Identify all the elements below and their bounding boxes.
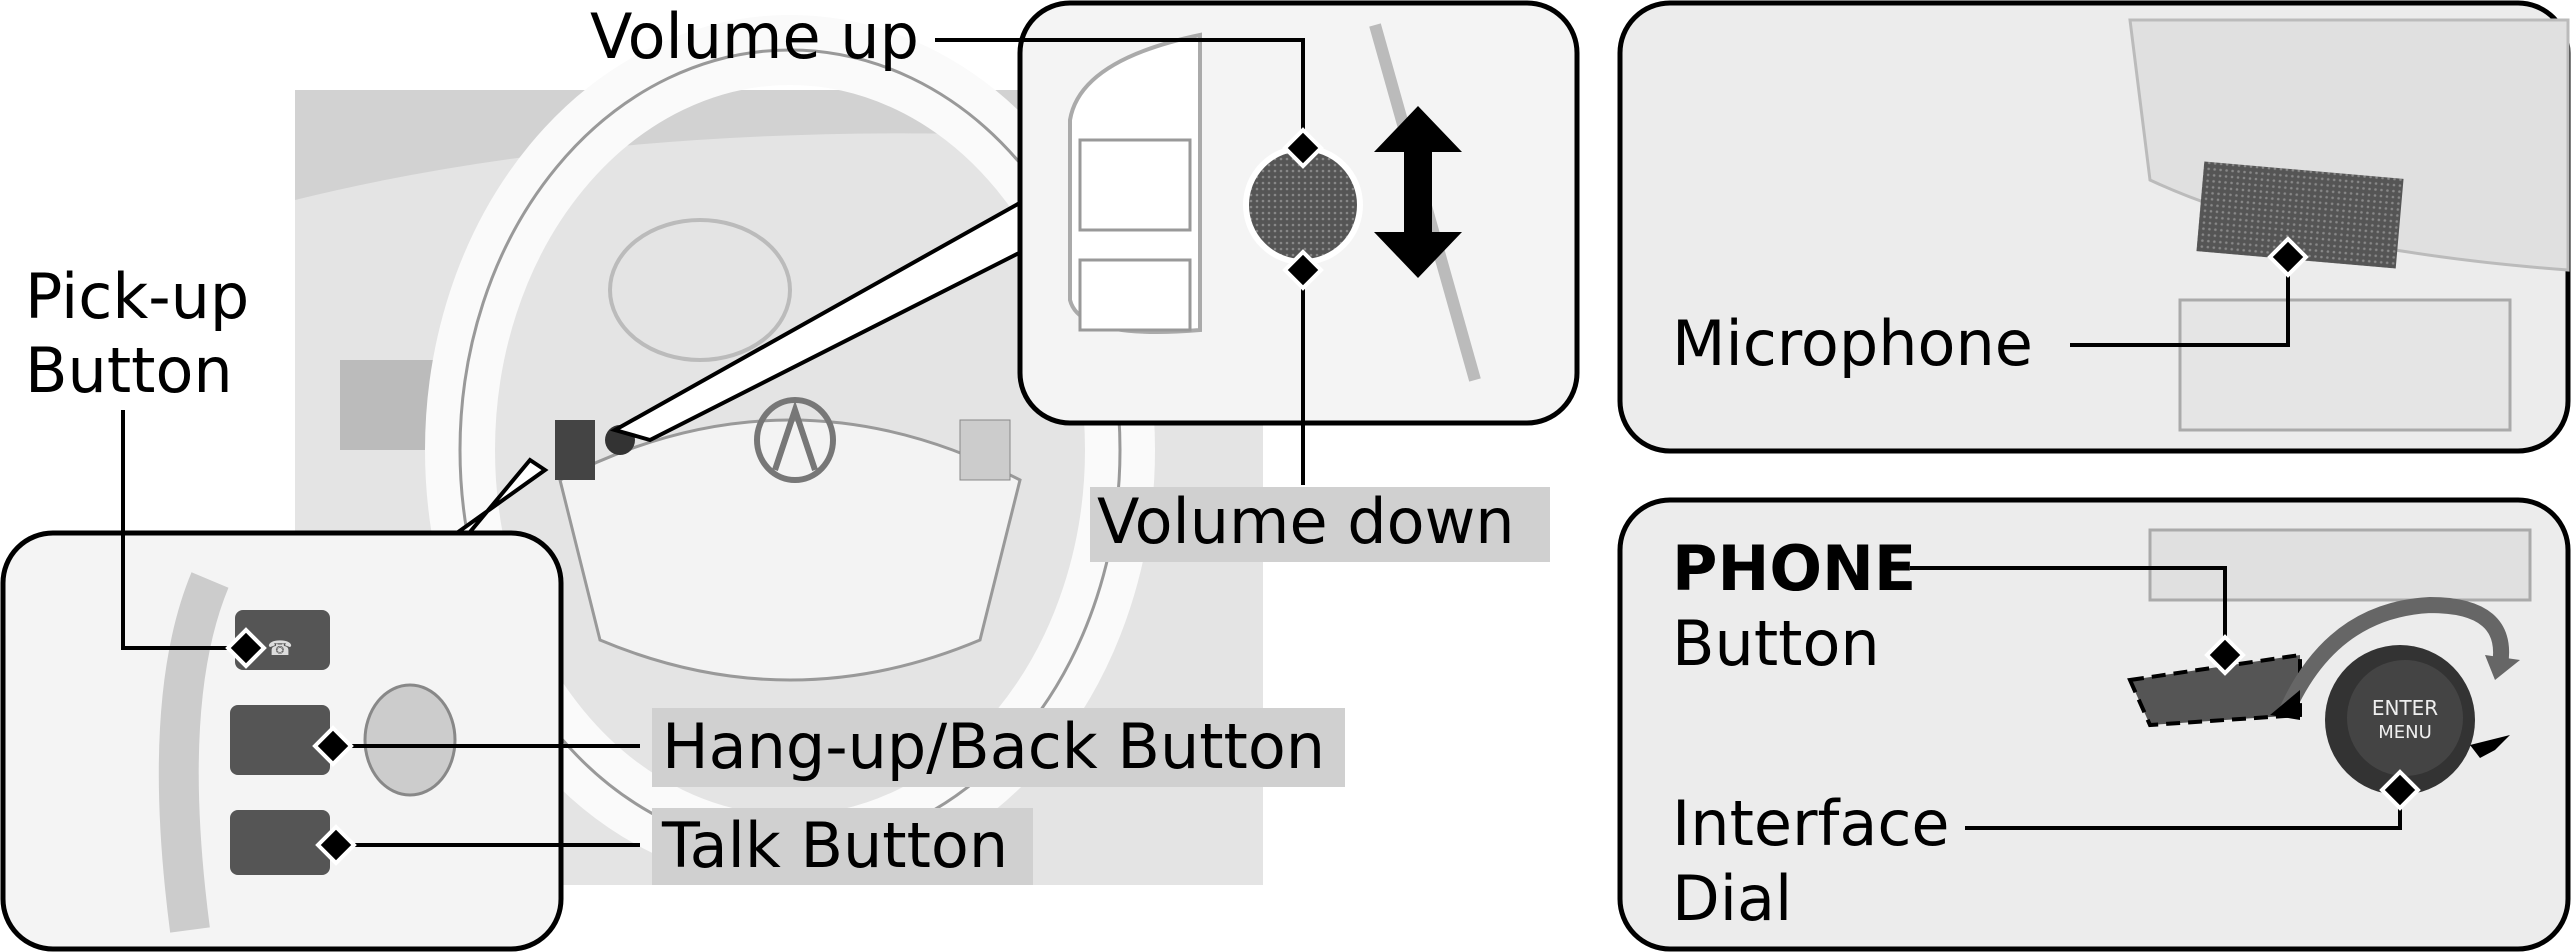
- leader-diamonds: [225, 127, 2421, 866]
- interface-dial[interactable]: ENTER MENU: [2325, 645, 2475, 795]
- rotate-arrow-icon: [2277, 596, 2510, 719]
- microphone-panel: [1617, 0, 2571, 454]
- volume-down-label: Volume down: [1097, 485, 1515, 558]
- menu-label: MENU: [2378, 722, 2432, 743]
- talk-button[interactable]: [230, 810, 330, 875]
- hangup-label: Hang-up/Back Button: [662, 710, 1325, 783]
- leader-lines: [121, 38, 2402, 847]
- talk-label: Talk Button: [661, 809, 1008, 882]
- steering-buttons-inset: ☎: [0, 457, 564, 952]
- double-arrow-up-down-icon: [1374, 106, 1462, 278]
- pickup-label-line1: Pick-up: [25, 260, 249, 333]
- push-arrow-icon: [2470, 735, 2510, 758]
- hangup-label-box: [652, 708, 1345, 787]
- pickup-label-line2: Button: [25, 334, 233, 407]
- volume-up-label: Volume up: [590, 0, 919, 73]
- phone-dial-panel: ENTER MENU: [1617, 497, 2571, 952]
- phone-label-line1: PHONE: [1672, 532, 1916, 605]
- volume-switch-inset: [609, 0, 1580, 443]
- phone-label-line2: Button: [1672, 607, 1880, 680]
- enter-label: ENTER: [2372, 696, 2438, 720]
- microphone-label: Microphone: [1672, 307, 2033, 380]
- volume-down-label-box: [1090, 487, 1550, 562]
- dial-label-line2: Dial: [1672, 862, 1792, 935]
- dial-label-line1: Interface: [1672, 787, 1950, 860]
- acura-logo: [754, 397, 836, 483]
- hangup-back-button[interactable]: [230, 705, 330, 775]
- microphone-grille: [2196, 161, 2404, 269]
- phone-icon: ☎: [268, 636, 293, 660]
- talk-label-box: [652, 808, 1033, 885]
